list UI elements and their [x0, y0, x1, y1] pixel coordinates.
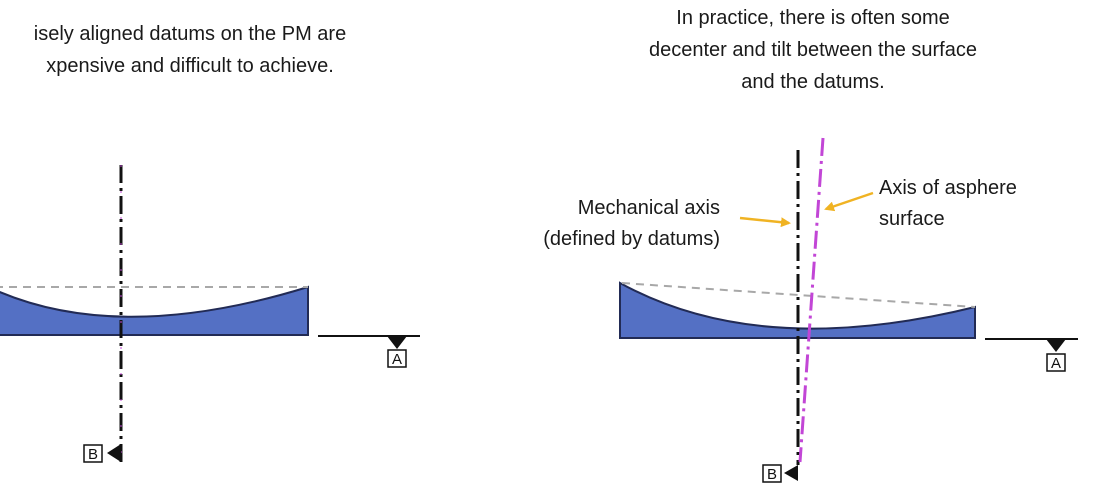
right-datum-b-label: B [767, 466, 777, 483]
left-datum-a-box [387, 349, 407, 368]
mechanical-axis-label: Mechanical axis (defined by datums) [543, 193, 720, 255]
asphere-axis-arrow [824, 191, 874, 212]
left-caption: isely aligned datums on the PM are xpens… [0, 18, 440, 82]
mechanical-axis-label-line-2: (defined by datums) [543, 228, 720, 250]
left-datum-b-triangle [107, 444, 121, 462]
right-asphere-axis [798, 137, 825, 463]
left-datum-b-box [83, 444, 103, 463]
asphere-axis-label-line-2: surface [879, 208, 945, 230]
right-reference-dash [621, 282, 976, 308]
right-datum-a-box [1046, 353, 1066, 372]
right-lens-group: A B [619, 137, 1078, 483]
right-lens [619, 281, 976, 339]
asphere-axis-label-line-1: Axis of asphere [879, 177, 1017, 199]
right-datum-b-box [762, 464, 782, 483]
asphere-axis-label: Axis of asphere surface [879, 173, 1017, 235]
right-caption-line-2: decenter and tilt between the surface [649, 39, 977, 61]
mechanical-axis-arrow [739, 216, 791, 228]
left-caption-line-2: xpensive and difficult to achieve. [46, 55, 334, 77]
right-caption-line-1: In practice, there is often some [676, 7, 950, 29]
left-datum-a-triangle [387, 336, 407, 349]
left-lens [0, 285, 309, 336]
right-caption-line-3: and the datums. [741, 71, 885, 93]
left-datum-a-label: A [392, 351, 402, 368]
left-lens-group: A B [0, 165, 420, 465]
left-caption-line-1: isely aligned datums on the PM are [33, 23, 347, 45]
right-datum-b-triangle [784, 465, 798, 481]
mechanical-axis-label-line-1: Mechanical axis [577, 197, 720, 219]
right-datum-a-triangle [1046, 339, 1066, 352]
left-datum-b-label: B [88, 446, 98, 463]
right-datum-a-label: A [1051, 355, 1061, 372]
right-caption: In practice, there is often some decente… [563, 2, 1063, 98]
